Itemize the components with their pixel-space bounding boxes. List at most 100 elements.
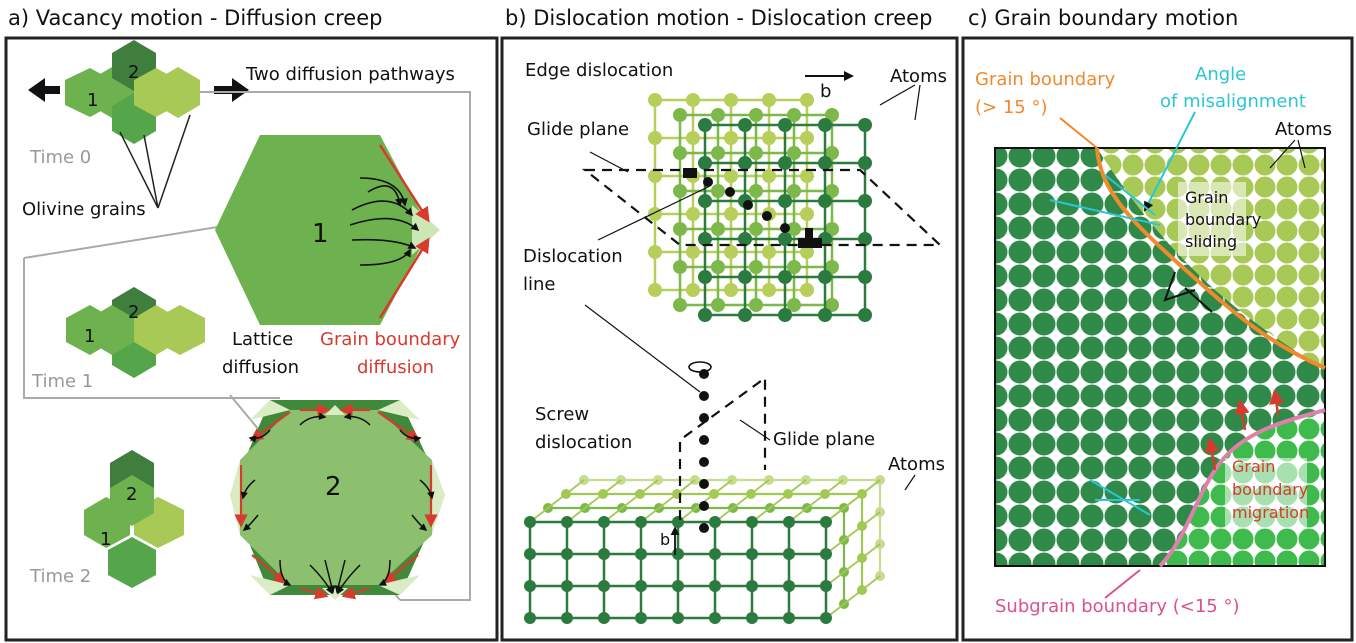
lattice-atom bbox=[783, 548, 795, 560]
t1-hex-1b bbox=[90, 305, 134, 355]
lattice-atom bbox=[858, 194, 872, 208]
hex-grain-1b bbox=[65, 68, 112, 117]
lattice-atom bbox=[749, 184, 763, 198]
lattice-atom bbox=[724, 207, 738, 221]
big-grain-1: 1 bbox=[215, 135, 440, 325]
panel-c-frame bbox=[961, 36, 1354, 642]
lattice-atom bbox=[858, 308, 872, 322]
grain-boundary-line bbox=[1095, 147, 1326, 370]
big-grain2-label: 2 bbox=[325, 472, 342, 502]
angle-label-1: Angle bbox=[1195, 64, 1246, 85]
glide-pointer bbox=[589, 151, 629, 173]
lattice-atom bbox=[648, 283, 662, 297]
screw-label-1: Screw bbox=[535, 404, 589, 425]
lattice-atom bbox=[825, 260, 839, 274]
time0-cluster: 1 2 Time 0 bbox=[28, 40, 249, 168]
atoms-c-pointer-2 bbox=[1297, 139, 1306, 169]
lattice-atom bbox=[724, 131, 738, 145]
time1-grain2-label: 2 bbox=[128, 302, 139, 323]
light-grain-region bbox=[1097, 148, 1325, 368]
screw-line-dots bbox=[699, 369, 709, 533]
glide-plane-dashed bbox=[581, 168, 943, 247]
lattice-atom bbox=[778, 270, 792, 284]
lattice-atom bbox=[672, 516, 684, 528]
lattice-atom bbox=[698, 270, 712, 284]
time0-grain2-label: 2 bbox=[128, 62, 139, 83]
lattice-atom bbox=[524, 580, 536, 592]
lattice-atom bbox=[648, 245, 662, 259]
lattice-atom bbox=[686, 245, 700, 259]
lattice-atom bbox=[561, 580, 573, 592]
lattice-atom bbox=[800, 131, 814, 145]
lattice-atom bbox=[724, 245, 738, 259]
lattice-atom bbox=[561, 612, 573, 624]
atoms-pointer-2 bbox=[914, 84, 921, 121]
lattice-atom bbox=[698, 308, 712, 322]
lattice-atom bbox=[783, 580, 795, 592]
panel-b: b) Dislocation motion - Dislocation cree… bbox=[500, 6, 959, 642]
lattice-atom bbox=[524, 516, 536, 528]
lattice-atom bbox=[738, 232, 752, 246]
sliding-label-1: Grain bbox=[1185, 188, 1228, 207]
misalignment-line-1 bbox=[1049, 199, 1161, 226]
edge-dislocation-symbol-2 bbox=[798, 238, 822, 248]
gb-pointer bbox=[1059, 117, 1098, 149]
lattice-atom bbox=[648, 207, 662, 221]
time1-grain1-label: 1 bbox=[84, 326, 95, 347]
screw-burgers-label: b bbox=[660, 530, 670, 549]
lattice-atom bbox=[749, 108, 763, 122]
lattice-atom bbox=[818, 118, 832, 132]
lattice-atom bbox=[698, 118, 712, 132]
subgrain-label: Subgrain boundary (<15 °) bbox=[995, 596, 1240, 617]
glide2-pointer bbox=[739, 419, 771, 441]
glide-plane-label: Glide plane bbox=[527, 119, 629, 140]
lattice-atom bbox=[787, 184, 801, 198]
lattice-atom bbox=[762, 245, 776, 259]
t1-hex-3b bbox=[134, 305, 178, 355]
lattice-atom bbox=[746, 612, 758, 624]
lattice-atom bbox=[709, 580, 721, 592]
lattice-atom bbox=[673, 222, 687, 236]
lattice-atom bbox=[762, 283, 776, 297]
lattice-atom bbox=[672, 612, 684, 624]
screw-label-2: dislocation bbox=[535, 432, 632, 453]
rotation-icon bbox=[688, 361, 712, 373]
dislocation-line-dots bbox=[703, 177, 790, 233]
migration-label-2: boundary bbox=[1232, 480, 1308, 499]
lattice-atom bbox=[635, 580, 647, 592]
lattice-atom bbox=[820, 516, 832, 528]
lattice-atom bbox=[709, 548, 721, 560]
lattice-atom bbox=[787, 298, 801, 312]
lattice-atom bbox=[598, 612, 610, 624]
dislocation-label-1: Dislocation bbox=[523, 246, 623, 267]
lattice-atom bbox=[648, 131, 662, 145]
lattice-atom bbox=[698, 232, 712, 246]
gb-vacancy-wedge bbox=[412, 205, 440, 255]
lattice-label-2: diffusion bbox=[222, 357, 299, 378]
lattice-atom bbox=[673, 184, 687, 198]
panel-a-frame bbox=[4, 36, 499, 642]
time0-label: Time 0 bbox=[29, 147, 91, 168]
lattice-atom bbox=[825, 298, 839, 312]
lattice-atom bbox=[561, 516, 573, 528]
atoms-c-pointer-1 bbox=[1269, 139, 1296, 169]
disl-pointer-2 bbox=[584, 304, 701, 393]
sliding-label-bg bbox=[1178, 182, 1246, 256]
lattice-atom bbox=[787, 146, 801, 160]
time1-cluster: 1 2 Time 1 bbox=[31, 287, 205, 392]
lattice-label-1: Lattice bbox=[232, 329, 293, 350]
lattice-arrows bbox=[349, 177, 420, 266]
lattice-atom bbox=[746, 548, 758, 560]
lattice-atom bbox=[778, 194, 792, 208]
edge-atoms-label: Atoms bbox=[890, 66, 947, 87]
gb-diffusion-label-1: Grain boundary bbox=[320, 329, 461, 350]
lattice-atom bbox=[524, 612, 536, 624]
edge-dislocation-symbol-1 bbox=[683, 168, 697, 178]
lattice-atom bbox=[825, 146, 839, 160]
panel-a-title: a) Vacancy motion - Diffusion creep bbox=[8, 6, 382, 30]
lattice-atom bbox=[778, 156, 792, 170]
big-grain1-label: 1 bbox=[312, 219, 329, 249]
lattice-atom bbox=[673, 108, 687, 122]
lattice-atom bbox=[825, 108, 839, 122]
